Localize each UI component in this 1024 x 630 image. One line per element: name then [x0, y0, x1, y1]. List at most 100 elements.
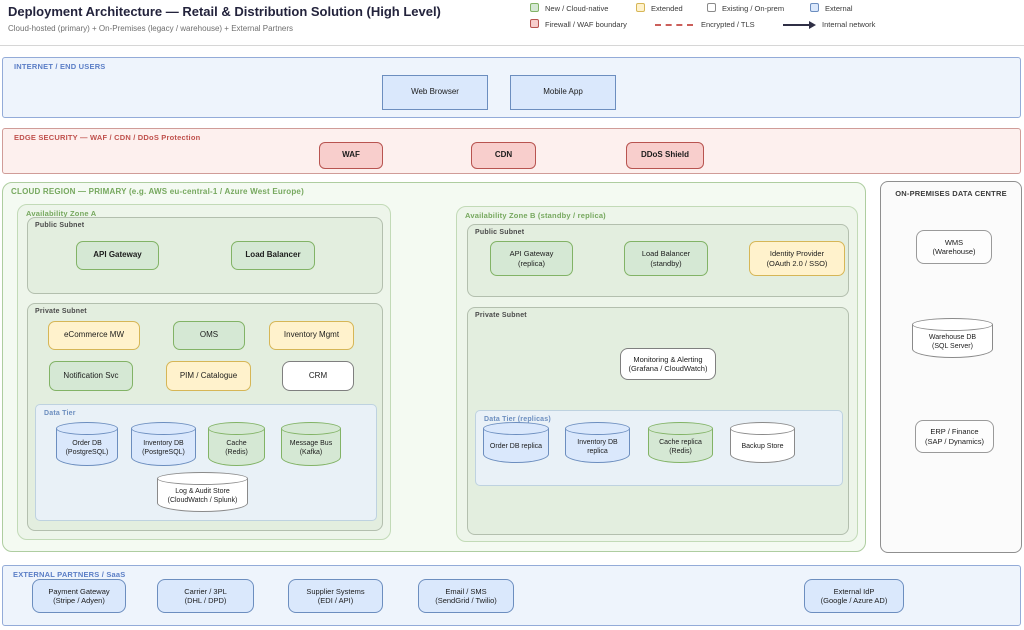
node-load-balancer-a: Load Balancer [231, 241, 315, 270]
node-ddos-shield: DDoS Shield [626, 142, 704, 169]
legend-new-swatch-icon [530, 3, 539, 12]
legend-new-label: New / Cloud-native [545, 4, 609, 13]
warehouse-db-line2: (SQL Server) [932, 343, 973, 350]
node-ecommerce-mw: eCommerce MW [48, 321, 140, 350]
legend-encrypted-label: Encrypted / TLS [701, 20, 755, 29]
node-pim-catalogue: PIM / Catalogue [166, 361, 251, 391]
edge-band-label: EDGE SECURITY — WAF / CDN / DDoS Protect… [14, 133, 201, 142]
cylinder-inventory-db-line1: Inventory DB [143, 440, 184, 448]
payment-line1: Payment Gateway [48, 586, 110, 596]
cylinder-log-audit-store: Log & Audit Store(CloudWatch / Splunk) [157, 472, 248, 512]
data-tier-a-label: Data Tier [44, 410, 76, 417]
legend-firewall-label: Firewall / WAF boundary [545, 20, 627, 29]
load-balancer-standby-line2: (standby) [650, 258, 682, 268]
private-subnet-b: Private Subnet Monitoring & Alerting (Gr… [467, 307, 849, 535]
cloud-region-label: CLOUD REGION — PRIMARY (e.g. AWS eu-cent… [11, 187, 304, 196]
api-gateway-replica-line2: (replica) [517, 258, 546, 268]
api-gateway-replica-line1: API Gateway [509, 249, 554, 259]
wms-line2: (Warehouse) [932, 247, 976, 256]
monitoring-line2: (Grafana / CloudWatch) [628, 364, 708, 373]
cylinder-message-bus-line2: (Kafka) [299, 449, 323, 456]
idp-line1: External IdP [833, 586, 875, 596]
warehouse-db-line1: Warehouse DB [928, 334, 977, 342]
identity-provider-line2: (OAuth 2.0 / SSO) [766, 258, 828, 268]
legend-extended-swatch-icon [636, 3, 645, 12]
idp-line2: (Google / Azure AD) [820, 596, 888, 605]
monitoring-line1: Monitoring & Alerting [633, 354, 703, 364]
availability-zone-b: Availability Zone B (standby / replica) … [456, 206, 858, 542]
node-api-gateway-a: API Gateway [76, 241, 159, 270]
page-subtitle: Cloud-hosted (primary) + On-Premises (le… [8, 24, 293, 33]
cylinder-message-bus-kafka: Message Bus(Kafka) [281, 422, 341, 466]
cylinder-cache-redis: Cache(Redis) [208, 422, 265, 466]
wms-line1: WMS [944, 237, 964, 247]
supplier-line2: (EDI / API) [317, 596, 354, 605]
legend-external-swatch-icon [810, 3, 819, 12]
node-oms: OMS [173, 321, 245, 350]
inventory-db-replica-label: Inventory DB replica [577, 438, 618, 455]
cylinder-order-db-line2: (PostgreSQL) [65, 449, 109, 456]
node-email-sms: Email / SMS (SendGrid / Twilio) [418, 579, 514, 613]
node-web-browser: Web Browser [382, 75, 488, 110]
cylinder-log-store-line1: Log & Audit Store [175, 488, 230, 496]
cylinder-message-bus-line1: Message Bus [289, 440, 333, 448]
payment-line2: (Stripe / Adyen) [53, 596, 105, 605]
data-tier-b: Data Tier (replicas) Order DB replica In… [475, 410, 843, 486]
edge-security-band: EDGE SECURITY — WAF / CDN / DDoS Protect… [2, 128, 1021, 174]
node-crm: CRM [282, 361, 354, 391]
cylinder-order-db-line1: Order DB [72, 440, 102, 448]
private-subnet-a: Private Subnet eCommerce MW OMS Inventor… [27, 303, 383, 531]
email-line1: Email / SMS [445, 586, 487, 596]
node-cdn: CDN [471, 142, 536, 169]
data-tier-a: Data Tier Order DB(PostgreSQL) Inventory… [35, 404, 377, 521]
public-subnet-a-label: Public Subnet [35, 222, 85, 229]
node-supplier-systems: Supplier Systems (EDI / API) [288, 579, 383, 613]
availability-zone-a: Availability Zone A Public Subnet API Ga… [17, 204, 391, 540]
header-divider [0, 45, 1024, 46]
onprem-label: ON-PREMISES DATA CENTRE [895, 189, 1007, 198]
cylinder-cache-line1: Cache [226, 440, 247, 448]
legend: New / Cloud-native Extended Existing / O… [0, 0, 1024, 40]
erp-line2: (SAP / Dynamics) [924, 436, 985, 446]
page-title: Deployment Architecture — Retail & Distr… [8, 4, 441, 19]
cloud-region: CLOUD REGION — PRIMARY (e.g. AWS eu-cent… [2, 182, 866, 552]
cylinder-cache-line2: (Redis) [225, 449, 248, 456]
carrier-line2: (DHL / DPD) [184, 596, 227, 605]
public-subnet-a: Public Subnet API Gateway Load Balancer [27, 217, 383, 294]
node-mobile-app: Mobile App [510, 75, 616, 110]
public-subnet-b-label: Public Subnet [475, 229, 525, 236]
cylinder-order-db-replica: Order DB replica [483, 422, 549, 463]
carrier-line1: Carrier / 3PL [184, 586, 227, 596]
node-wms: WMS (Warehouse) [916, 230, 992, 264]
az-a-label: Availability Zone A [26, 209, 97, 218]
node-monitoring-alerting: Monitoring & Alerting (Grafana / CloudWa… [620, 348, 716, 380]
supplier-line1: Supplier Systems [306, 586, 365, 596]
legend-existing-label: Existing / On-prem [722, 4, 785, 13]
internet-band: INTERNET / END USERS Web Browser Mobile … [2, 57, 1021, 118]
node-identity-provider: Identity Provider (OAuth 2.0 / SSO) [749, 241, 845, 276]
node-load-balancer-standby: Load Balancer (standby) [624, 241, 708, 276]
cache-replica-line2: (Redis) [669, 447, 692, 455]
internet-band-label: INTERNET / END USERS [14, 62, 106, 71]
cylinder-backup-store: Backup Store [730, 422, 795, 463]
external-band-label: EXTERNAL PARTNERS / SaaS [13, 570, 126, 579]
legend-firewall-swatch-icon [530, 19, 539, 28]
cylinder-inventory-db-replica: Inventory DB replica [565, 422, 630, 463]
identity-provider-line1: Identity Provider [769, 249, 825, 259]
public-subnet-b: Public Subnet API Gateway (replica) Load… [467, 224, 849, 297]
node-api-gateway-replica: API Gateway (replica) [490, 241, 573, 276]
cache-replica-line1: Cache replica [659, 438, 702, 446]
legend-existing-swatch-icon [707, 3, 716, 12]
data-tier-b-label: Data Tier (replicas) [484, 416, 551, 423]
external-partners-band: EXTERNAL PARTNERS / SaaS Payment Gateway… [2, 565, 1021, 626]
legend-extended-label: Extended [651, 4, 683, 13]
cylinder-inventory-db: Inventory DB(PostgreSQL) [131, 422, 196, 466]
node-waf: WAF [319, 142, 383, 169]
cylinder-inventory-db-line2: (PostgreSQL) [142, 449, 185, 456]
legend-arrow-icon [783, 20, 817, 29]
node-external-idp: External IdP (Google / Azure AD) [804, 579, 904, 613]
legend-internal-label: Internal network [822, 20, 876, 29]
node-payment-gateway: Payment Gateway (Stripe / Adyen) [32, 579, 126, 613]
cylinder-warehouse-db: Warehouse DB(SQL Server) [912, 318, 993, 358]
